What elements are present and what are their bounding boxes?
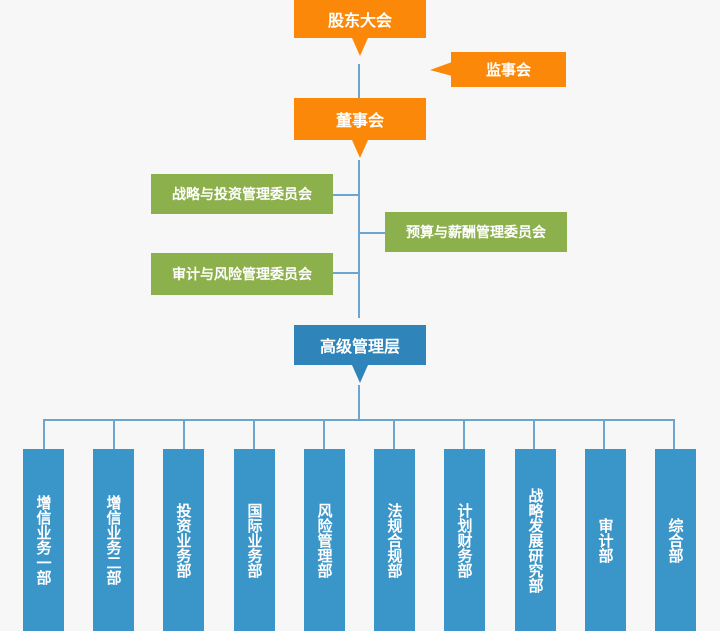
board-box: 董事会	[294, 98, 426, 140]
department-box: 增信业务二部	[93, 449, 134, 631]
department-label: 计划财务部	[455, 502, 474, 578]
management-label: 高级管理层	[319, 337, 400, 356]
branch-strategy-line	[333, 194, 359, 196]
dept-drop-line	[43, 419, 45, 449]
dept-drop-line	[183, 419, 185, 449]
committee-strategy-label: 战略与投资管理委员会	[172, 187, 312, 203]
department-box: 投资业务部	[163, 449, 204, 631]
department-label: 风险管理部	[315, 502, 334, 578]
management-box: 高级管理层	[294, 325, 426, 365]
dept-drop-line	[673, 419, 675, 449]
committee-budget-label: 预算与薪酬管理委员会	[406, 225, 546, 241]
management-pointer	[352, 365, 368, 383]
shareholders-label: 股东大会	[327, 11, 392, 30]
department-box: 计划财务部	[444, 449, 485, 631]
committee-strategy-box: 战略与投资管理委员会	[151, 174, 333, 214]
trunk-line-bottom	[358, 385, 360, 420]
shareholders-pointer	[352, 38, 368, 56]
committee-budget-box: 预算与薪酬管理委员会	[385, 212, 567, 252]
branch-audit-line	[333, 272, 359, 274]
branch-budget-line	[359, 232, 385, 234]
dept-drop-line	[533, 419, 535, 449]
department-label: 综合部	[666, 517, 685, 563]
trunk-line-top	[358, 64, 360, 98]
shareholders-box: 股东大会	[294, 0, 426, 38]
dept-drop-line	[463, 419, 465, 449]
board-pointer	[352, 140, 368, 158]
dept-drop-line	[603, 419, 605, 449]
department-label: 战略发展研究部	[526, 487, 545, 593]
committee-audit-box: 审计与风险管理委员会	[151, 253, 333, 295]
committee-audit-label: 审计与风险管理委员会	[172, 267, 312, 283]
supervisors-pointer	[430, 62, 452, 76]
department-box: 审计部	[585, 449, 626, 631]
dept-drop-line	[393, 419, 395, 449]
board-label: 董事会	[335, 111, 384, 130]
department-box: 增信业务一部	[23, 449, 64, 631]
department-box: 综合部	[655, 449, 696, 631]
department-label: 增信业务一部	[34, 495, 53, 585]
department-box: 风险管理部	[304, 449, 345, 631]
dept-drop-line	[253, 419, 255, 449]
supervisors-box: 监事会	[451, 52, 566, 87]
department-label: 审计部	[596, 517, 615, 563]
supervisors-label: 监事会	[485, 61, 531, 79]
department-box: 国际业务部	[234, 449, 275, 631]
dept-drop-line	[323, 419, 325, 449]
trunk-line-middle	[358, 160, 360, 318]
department-label: 增信业务二部	[104, 495, 123, 585]
department-label: 法规合规部	[385, 502, 404, 578]
dept-drop-line	[113, 419, 115, 449]
department-box: 战略发展研究部	[515, 449, 556, 631]
department-label: 国际业务部	[245, 502, 264, 578]
department-label: 投资业务部	[174, 502, 193, 578]
department-box: 法规合规部	[374, 449, 415, 631]
department-bus-line	[43, 419, 675, 421]
